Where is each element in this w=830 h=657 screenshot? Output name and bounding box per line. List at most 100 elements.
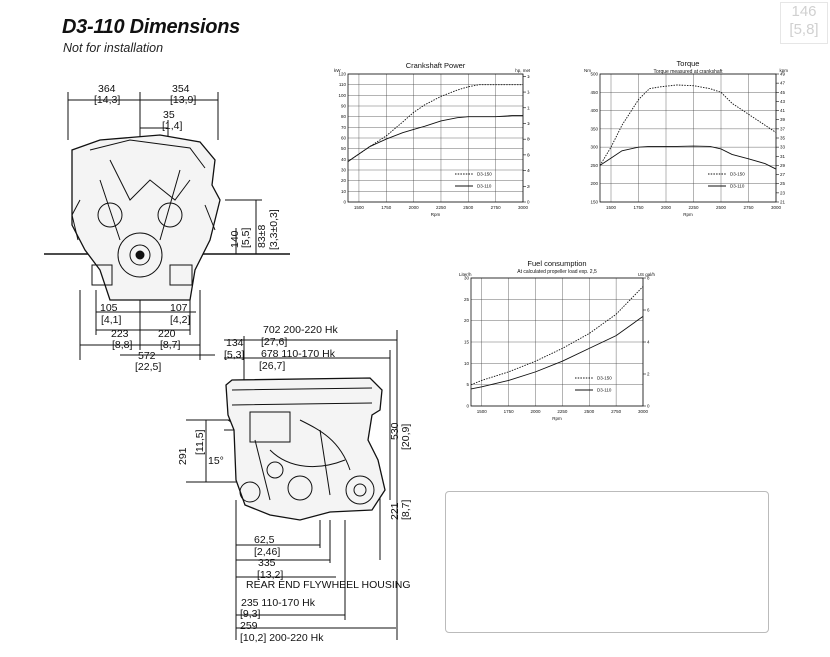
dim-side-11: 221 [389, 502, 401, 520]
page-number: 146 [5,8] [780, 2, 828, 44]
y-tick-label: 90 [341, 104, 347, 109]
legend-label: D3-110 [730, 184, 745, 189]
x-tick-label: 2000 [409, 205, 420, 210]
y-tick-label: 300 [590, 145, 598, 150]
series-line-d3-110 [347, 115, 523, 162]
page-number-value: 146 [791, 3, 817, 20]
x-tick-label: 2750 [491, 205, 502, 210]
x-tick-label: 1750 [504, 409, 515, 414]
dim-front-17: [8,7] [160, 339, 181, 351]
empty-info-box [445, 491, 769, 633]
dim-side-4: 678 110-170 Hk [261, 348, 336, 360]
x-tick-label: 1500 [354, 205, 365, 210]
dim-side-12: [8,7] [400, 499, 412, 520]
y2-tick-label: 47 [780, 81, 786, 86]
dim-front-13: [4,2] [170, 314, 191, 326]
dim-side-17: REAR END FLYWHEEL HOUSING [246, 579, 411, 591]
y2-tick-label: 8 [647, 276, 650, 281]
chart-ylabel: kW [334, 68, 341, 73]
dim-front-2: 354 [172, 83, 190, 95]
y2-tick-label: 39 [780, 117, 786, 122]
dim-side-15: 335 [258, 557, 276, 569]
x-tick-label: 2750 [611, 409, 622, 414]
chart-title: Torque [677, 60, 700, 68]
y2-tick-label: 2 [647, 372, 650, 377]
dim-front-5: [1,4] [162, 120, 183, 132]
chart-xlabel: Rpm [431, 212, 441, 217]
y2-tick-label: 0 [527, 200, 530, 205]
chart-title: Fuel consumption [527, 259, 586, 268]
x-tick-label: 1750 [381, 205, 392, 210]
y-tick-label: 30 [464, 276, 470, 281]
dim-side-0: 134 [226, 337, 244, 349]
y-tick-label: 500 [590, 72, 598, 77]
page-subtitle: Not for installation [63, 41, 164, 55]
y2-tick-label: 31 [780, 154, 786, 159]
x-tick-label: 2000 [661, 205, 672, 210]
x-tick-label: 2500 [584, 409, 595, 414]
y2-tick-label: 41 [780, 108, 786, 113]
y2-tick-label: 0 [647, 404, 650, 409]
dim-front-15: [8,8] [112, 339, 133, 351]
dim-side-7: [11,5] [194, 429, 206, 455]
legend-label: D3-150 [477, 172, 492, 177]
dim-side-9: 530 [389, 422, 401, 440]
y-tick-label: 100 [338, 93, 346, 98]
dim-front-11: [4,1] [101, 314, 122, 326]
chart-ylabel: Nm [584, 68, 591, 73]
x-tick-label: 1500 [606, 205, 617, 210]
dim-front-16: 220 [158, 328, 176, 340]
y-tick-label: 40 [341, 157, 347, 162]
series-line-d3-150 [347, 84, 523, 162]
chart-crankshaft-power: Crankshaft Power kW hp, metric 1500 1750 2000… [334, 61, 530, 217]
legend-label: D3-110 [477, 184, 492, 189]
dim-front-8: 83±8 [256, 225, 268, 248]
y2-tick-label: 20 [527, 184, 530, 189]
dim-side-8: 15° [208, 455, 224, 467]
y-tick-label: 10 [341, 189, 347, 194]
legend-label: D3-150 [730, 172, 745, 177]
dim-side-19: [9,3] [240, 608, 261, 620]
y-tick-label: 400 [590, 108, 598, 113]
chart-title: Crankshaft Power [406, 61, 466, 70]
y2-tick-label: 25 [780, 181, 786, 186]
page-title: D3-110 Dimensions [62, 16, 240, 38]
legend-label: D3-150 [597, 376, 612, 381]
y-tick-label: 25 [464, 297, 470, 302]
y-tick-label: 5 [466, 382, 469, 387]
chart-xlabel: Rpm [683, 212, 693, 217]
y-tick-label: 250 [590, 163, 598, 168]
x-tick-label: 3000 [771, 205, 782, 210]
y-tick-label: 80 [341, 114, 347, 119]
y2-tick-label: 35 [780, 136, 786, 141]
y2-tick-label: 43 [780, 99, 786, 104]
chart-y2label: hp, metric [515, 68, 530, 73]
dim-front-4: 35 [163, 109, 175, 121]
y-tick-label: 70 [341, 125, 347, 130]
chart-subtitle: At calculated propeller load exp. 2,5 [517, 269, 597, 275]
x-tick-label: 2250 [557, 409, 568, 414]
y2-tick-label: 23 [780, 190, 786, 195]
dim-side-3: [27,6] [261, 336, 287, 348]
series-line-d3-150 [599, 84, 777, 166]
legend-label: D3-110 [597, 388, 612, 393]
series-line-d3-110 [470, 316, 644, 390]
series-line-d3-110 [599, 145, 777, 170]
x-tick-label: 3000 [638, 409, 649, 414]
y2-tick-label: 100 [527, 121, 530, 126]
y2-tick-label: 21 [780, 200, 786, 205]
y-tick-label: 50 [341, 146, 347, 151]
y2-tick-label: 120 [527, 105, 530, 110]
chart-subtitle: Torque measured at crankshaft [654, 69, 724, 75]
y-tick-label: 15 [464, 340, 470, 345]
y2-tick-label: 49 [780, 72, 786, 77]
dim-front-10: 105 [100, 302, 118, 314]
y-tick-label: 120 [338, 72, 346, 77]
dim-side-2: 702 200-220 Hk [263, 324, 338, 336]
y2-tick-label: 29 [780, 163, 786, 168]
dim-front-7: [5,5] [240, 227, 252, 248]
dim-front-1: [14,3] [94, 94, 120, 106]
dim-side-1: [5,3] [224, 349, 245, 361]
dim-side-13: 62,5 [254, 534, 275, 546]
